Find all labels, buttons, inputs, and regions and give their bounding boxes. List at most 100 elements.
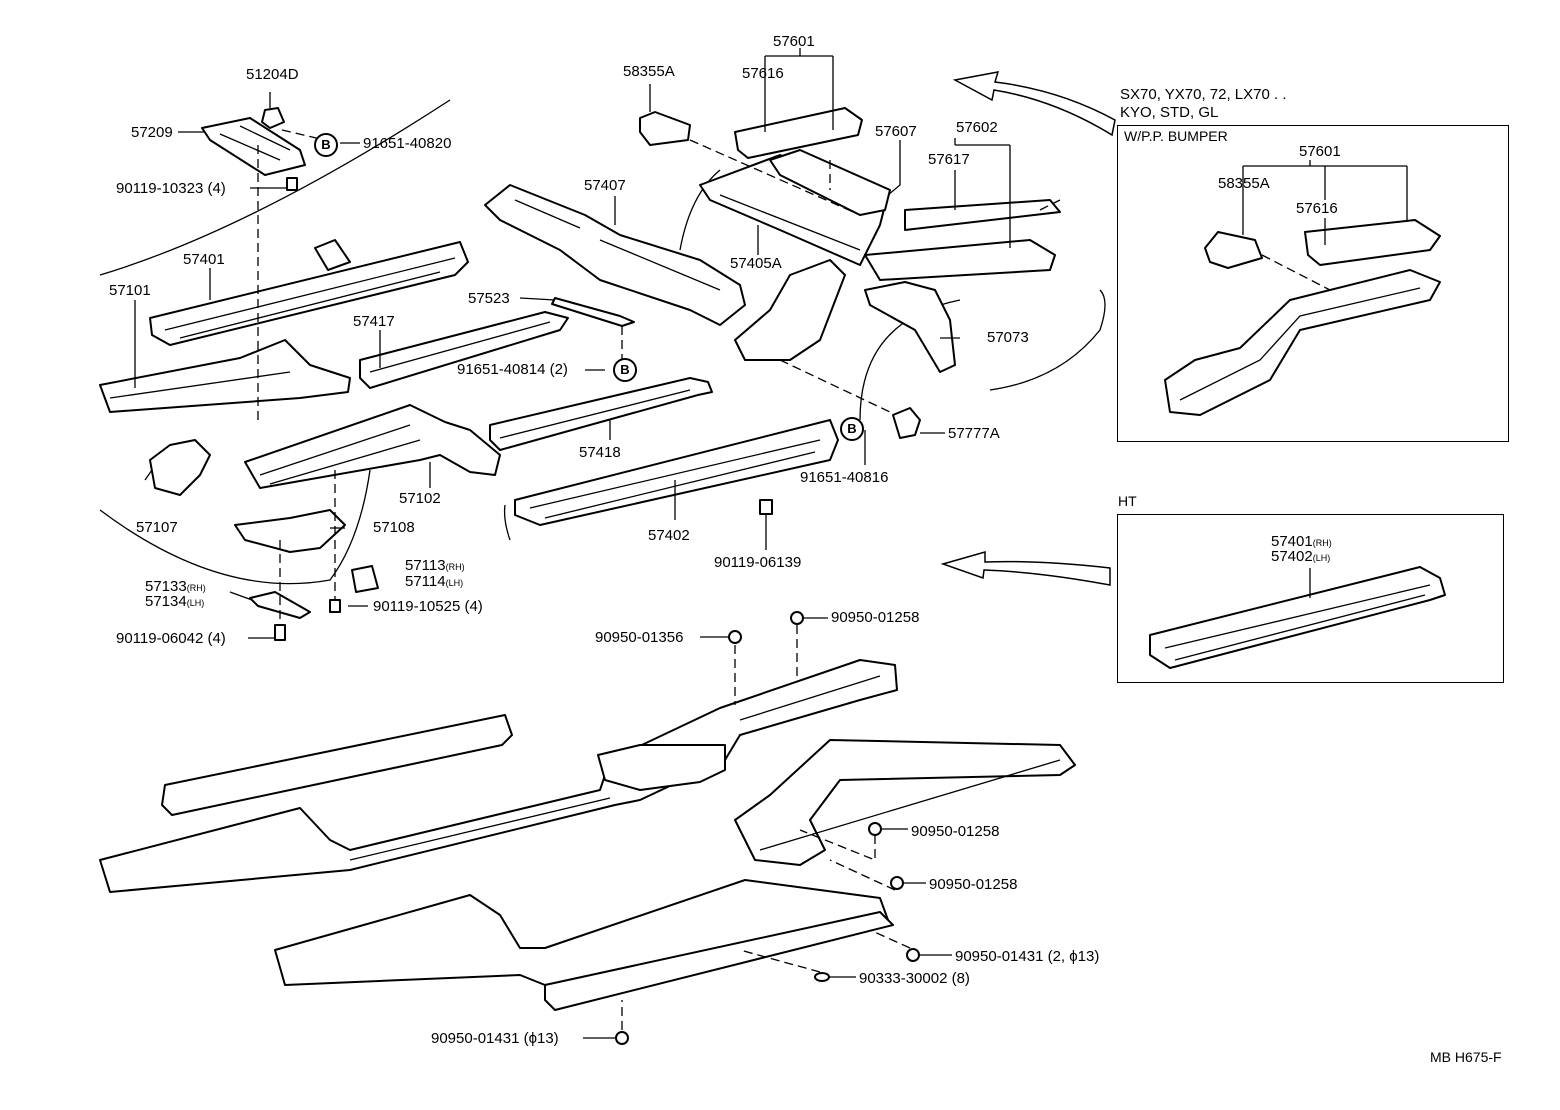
- symbol-b-circle: B: [613, 358, 637, 382]
- label-51204D: 51204D: [246, 66, 299, 83]
- label-57134-num: 57134: [145, 593, 187, 610]
- label-57616: 57616: [742, 65, 784, 82]
- label-57073: 57073: [987, 329, 1029, 346]
- footer-code: MB H675-F: [1430, 1049, 1502, 1065]
- label-57114-num: 57114: [405, 573, 446, 590]
- part-57101: [99, 339, 351, 413]
- label-57401: 57401: [183, 251, 225, 268]
- part-57418: [489, 377, 713, 451]
- inset-bumper-box: [1117, 125, 1509, 442]
- label-90950-01258-b: 90950-01258: [911, 823, 1000, 840]
- label-57617: 57617: [928, 151, 970, 168]
- symbol-b-circle: B: [840, 417, 864, 441]
- inset-ht-57401-side: (RH): [1312, 538, 1332, 548]
- label-90119-10323: 90119-10323 (4): [116, 180, 226, 197]
- inset-bumper-models-line2: KYO, STD, GL: [1120, 104, 1219, 121]
- part-57113: [351, 565, 379, 593]
- plug-90950-01258a: [790, 611, 804, 625]
- label-57601: 57601: [773, 33, 815, 50]
- plug-90950-01258c: [890, 876, 904, 890]
- label-90119-10525: 90119-10525 (4): [373, 598, 483, 615]
- plug-90950-01431a: [906, 948, 920, 962]
- bolt-90119-10525: [329, 599, 341, 613]
- label-57602: 57602: [956, 119, 998, 136]
- label-57114: 57114(LH): [405, 574, 463, 589]
- label-57405A: 57405A: [730, 255, 782, 272]
- part-57401: [149, 241, 469, 346]
- inset-bumper-label-57601: 57601: [1299, 143, 1341, 160]
- label-57402: 57402: [648, 527, 690, 544]
- plug-90950-01258b: [868, 822, 882, 836]
- part-58355A: [639, 111, 691, 146]
- label-90119-06139: 90119-06139: [714, 554, 802, 571]
- inset-ht-title: HT: [1118, 493, 1137, 509]
- lower-frame-left: [99, 659, 898, 893]
- label-57107: 57107: [136, 519, 178, 536]
- bolt-90119-06139: [759, 499, 773, 515]
- part-57402: [514, 419, 839, 526]
- label-57113: 57113(RH): [405, 558, 465, 573]
- label-57407: 57407: [584, 177, 626, 194]
- part-57777A: [892, 407, 921, 439]
- inset-ht-57401-num: 57401: [1271, 533, 1313, 550]
- label-57133-num: 57133: [145, 578, 187, 595]
- inset-ht-label-57402: 57402(LH): [1271, 549, 1330, 564]
- part-57523: [551, 297, 635, 327]
- label-57417: 57417: [353, 313, 395, 330]
- inset-ht-label-57401: 57401(RH): [1271, 534, 1332, 549]
- inset-bumper-models-line1: SX70, YX70, 72, LX70 . .: [1120, 86, 1287, 103]
- bolt-90119-06042: [274, 624, 286, 641]
- label-57113-side: (RH): [445, 562, 465, 572]
- label-57108: 57108: [373, 519, 415, 536]
- label-57101: 57101: [109, 282, 151, 299]
- lower-frame-rear: [734, 739, 1076, 866]
- part-51204D: [261, 107, 285, 129]
- label-57133-side: (RH): [186, 583, 206, 593]
- label-90119-06042: 90119-06042 (4): [116, 630, 226, 647]
- inset-ht-box: [1117, 514, 1504, 683]
- part-57107: [149, 439, 211, 496]
- label-57113-num: 57113: [405, 557, 446, 574]
- inset-bumper-title: W/P.P. BUMPER: [1124, 128, 1228, 144]
- label-90950-01258-c: 90950-01258: [929, 876, 1018, 893]
- part-57616: [734, 107, 863, 159]
- label-90950-01258-a: 90950-01258: [831, 609, 920, 626]
- label-91651-40820: 91651-40820: [363, 135, 452, 152]
- label-57134-side: (LH): [186, 598, 205, 608]
- label-90950-01356: 90950-01356: [595, 629, 684, 646]
- symbol-b-circle: B: [314, 133, 338, 157]
- bolt-90119-10323: [286, 177, 298, 191]
- part-57102: [244, 404, 501, 489]
- inset-bumper-label-57616: 57616: [1296, 200, 1338, 217]
- inset-ht-57402-side: (LH): [1312, 553, 1331, 563]
- part-57602: [864, 239, 1056, 281]
- label-57777A: 57777A: [948, 425, 1000, 442]
- part-57108: [234, 509, 346, 553]
- plug-90333-30002: [814, 972, 830, 982]
- label-57133: 57133(RH): [145, 579, 206, 594]
- label-90950-01431-a: 90950-01431 (2, ϕ13): [955, 948, 1100, 965]
- label-90950-01431-b: 90950-01431 (ϕ13): [431, 1030, 559, 1047]
- part-57407: [484, 184, 746, 326]
- label-57209: 57209: [131, 124, 173, 141]
- label-91651-40816: 91651-40816: [800, 469, 889, 486]
- label-57102: 57102: [399, 490, 441, 507]
- label-57607: 57607: [875, 123, 917, 140]
- arrow-to-ht-inset: [940, 551, 1111, 586]
- inset-ht-57402-num: 57402: [1271, 548, 1313, 565]
- label-57418: 57418: [579, 444, 621, 461]
- label-57523: 57523: [468, 290, 510, 307]
- plug-90950-01356: [728, 630, 742, 644]
- label-90333-30002: 90333-30002 (8): [859, 970, 970, 987]
- part-57209: [201, 117, 306, 176]
- label-57114-side: (LH): [445, 578, 464, 588]
- arrow-to-bumper-inset: [952, 71, 1116, 137]
- inset-bumper-label-58355A: 58355A: [1218, 175, 1270, 192]
- plug-90950-01431b: [615, 1031, 629, 1045]
- label-57134: 57134(LH): [145, 594, 204, 609]
- lower-side-member-left: [161, 714, 513, 816]
- label-58355A: 58355A: [623, 63, 675, 80]
- part-57073: [864, 281, 956, 373]
